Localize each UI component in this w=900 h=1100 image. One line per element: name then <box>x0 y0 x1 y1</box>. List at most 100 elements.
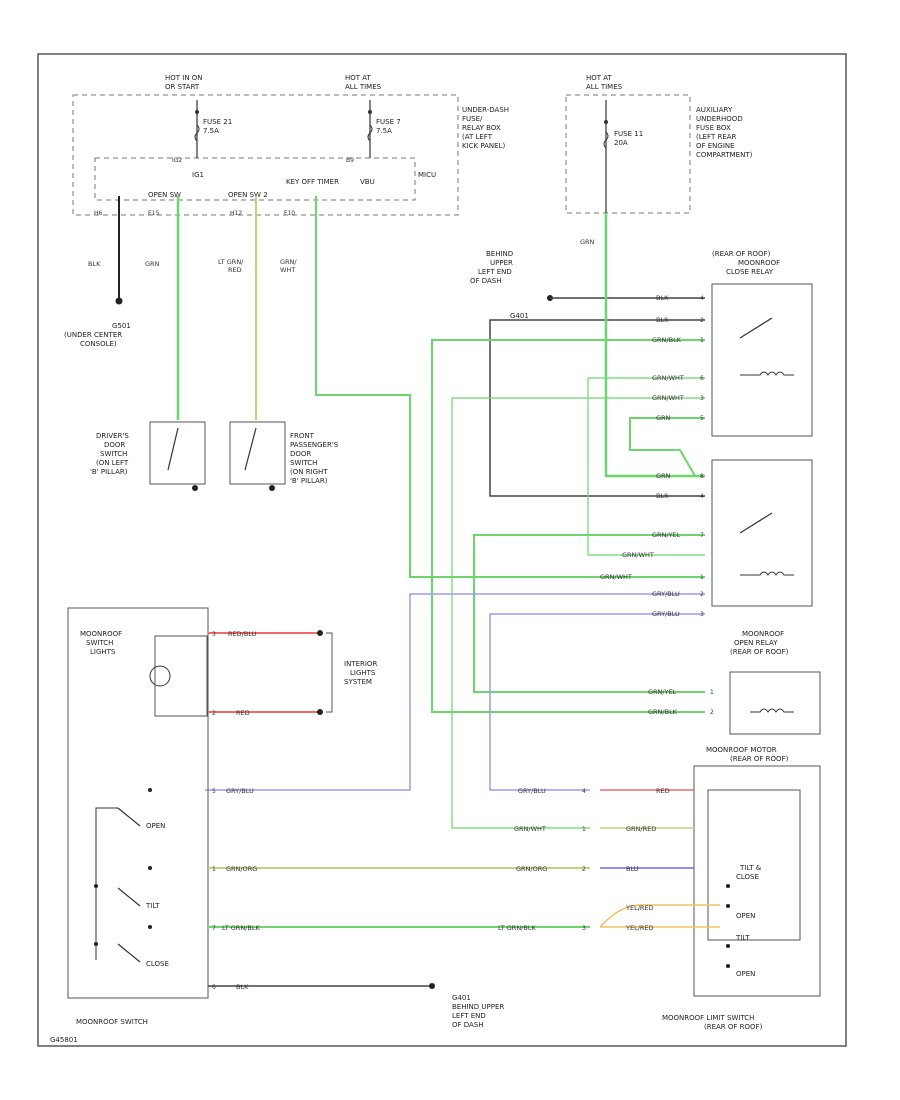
open-relay-pin-0: 1 <box>710 689 714 696</box>
moonroof-switch-box <box>67 607 209 999</box>
limit-node-4 <box>726 964 730 968</box>
wire-grn-blk-close <box>431 339 705 713</box>
wire-grn-wht-close-b <box>451 397 705 829</box>
limit-tilt-label: TILT <box>735 934 750 942</box>
wire-red-end-icon <box>317 709 323 715</box>
mid-relay-coil <box>740 571 794 576</box>
motor-right-wire-4: YEL/RED <box>625 924 654 932</box>
conn-h6: H6 <box>94 210 103 217</box>
sw-node-3 <box>94 884 98 888</box>
open-relay-coil <box>750 708 794 713</box>
key-off-timer-label: KEY OFF TIMER <box>286 178 339 186</box>
ig1-label: IG1 <box>192 171 204 179</box>
motor-left-pin-1: 1 <box>582 826 586 833</box>
aux-fuse-box <box>565 94 691 214</box>
mid-wire-label-0: GRN <box>656 472 671 480</box>
mid-relay-pin-labels: 8 4 7 1 2 3 <box>700 473 704 618</box>
motor-right-wire-0: RED <box>656 787 670 795</box>
pass-door-ground-icon <box>269 485 275 491</box>
fuse21-icon <box>194 124 200 142</box>
limit-open2-label: OPEN <box>736 970 755 978</box>
sw-open-label: OPEN <box>146 822 165 830</box>
close-wire-label-3: GRN/WHT <box>652 374 684 382</box>
limit-open-label: OPEN <box>736 912 755 920</box>
motor-left-wire-0: GRY/BLU <box>518 787 546 795</box>
switch-blade-tilt <box>117 887 141 907</box>
wire-blk-bottom-label: BLK <box>236 983 249 991</box>
close-wire-label-4: GRN/WHT <box>652 394 684 402</box>
motor-left-pin-0: 4 <box>582 788 586 795</box>
close-relay-box <box>711 283 813 437</box>
sw-close-label: CLOSE <box>146 960 169 968</box>
motor-left-wire-2: GRN/ORG <box>516 865 547 873</box>
conn-ig: IG2 <box>172 157 182 164</box>
mid-wire-label-2: GRN/YEL <box>652 531 681 539</box>
diagram-frame <box>37 53 847 1047</box>
close-relay-coil <box>740 371 794 376</box>
motor-label: MOONROOF MOTOR(REAR OF ROOF) <box>706 746 789 763</box>
pin-1: 1 <box>212 866 216 873</box>
motor-right-wire-1: GRN/RED <box>626 825 656 833</box>
sw-node-2 <box>148 925 152 929</box>
limit-switch-inner-box <box>707 789 801 941</box>
mid-relay-contact <box>739 512 773 534</box>
close-pin-4: 3 <box>700 395 704 402</box>
limit-node-1 <box>726 884 730 888</box>
fuse21-node <box>195 110 199 114</box>
close-wire-label-2: GRN/BLK <box>652 336 682 344</box>
fuse11-icon <box>603 131 609 149</box>
close-pin-1: 2 <box>700 317 704 324</box>
wire-red-blu-end-icon <box>317 630 323 636</box>
mid-wire-label-5: GRY/BLU <box>652 590 680 598</box>
wire-grn-top-label: GRN <box>580 238 595 246</box>
wire-blk-loop <box>489 319 705 497</box>
tilt-close-label: TILT &CLOSE <box>736 864 762 881</box>
wire-grn-org-label: GRN/ORG <box>226 865 257 873</box>
switch-light-bulb-icon <box>149 665 171 687</box>
wire-gry-blu-mid-a <box>205 593 705 791</box>
g501-ground-icon <box>115 297 123 305</box>
wire-red-blu-label: RED/BLU <box>228 630 257 638</box>
motor-box <box>693 765 821 997</box>
wire-grn-close-loop <box>629 417 705 477</box>
switch-common-bus <box>95 807 118 960</box>
pin-2: 2 <box>212 710 216 717</box>
close-wire-label-0: BLK <box>656 294 669 302</box>
mid-wire-label-6: GRY/BLU <box>652 610 680 618</box>
grn-wht-timer-wire <box>315 196 705 578</box>
micu-label: MICU <box>418 171 436 179</box>
close-relay-wire-labels: BLK BLK GRN/BLK GRN/WHT GRN/WHT GRN <box>652 294 684 422</box>
open-sw-label: OPEN SW <box>148 191 181 199</box>
underdash-fuse-box <box>72 94 459 216</box>
close-relay-contact <box>739 317 773 339</box>
vbu-label: VBU <box>360 178 375 186</box>
mid-pin-0: 8 <box>700 473 704 480</box>
wire-red-label: RED <box>236 709 250 717</box>
mid-pin-5: 3 <box>700 611 704 618</box>
pin-6: 6 <box>212 984 216 991</box>
open-relay-box <box>729 671 821 735</box>
pass-door-switch-blade <box>244 427 257 471</box>
pass-door-switch-box <box>229 421 286 485</box>
pin-7: 7 <box>212 925 216 932</box>
open-sw2-label: OPEN SW 2 <box>228 191 268 199</box>
wire-ltgrn-red-label: LT GRN/RED <box>218 258 244 274</box>
close-pin-0: 4 <box>700 295 704 302</box>
wire-lt-grn-blk-label: LT GRN/BLK <box>222 924 260 932</box>
sw-node-1 <box>148 866 152 870</box>
mid-pin-2: 7 <box>700 532 704 539</box>
close-wire-label-5: GRN <box>656 414 671 422</box>
conn-vb: B9 <box>346 157 354 164</box>
pin-3: 3 <box>212 631 216 638</box>
